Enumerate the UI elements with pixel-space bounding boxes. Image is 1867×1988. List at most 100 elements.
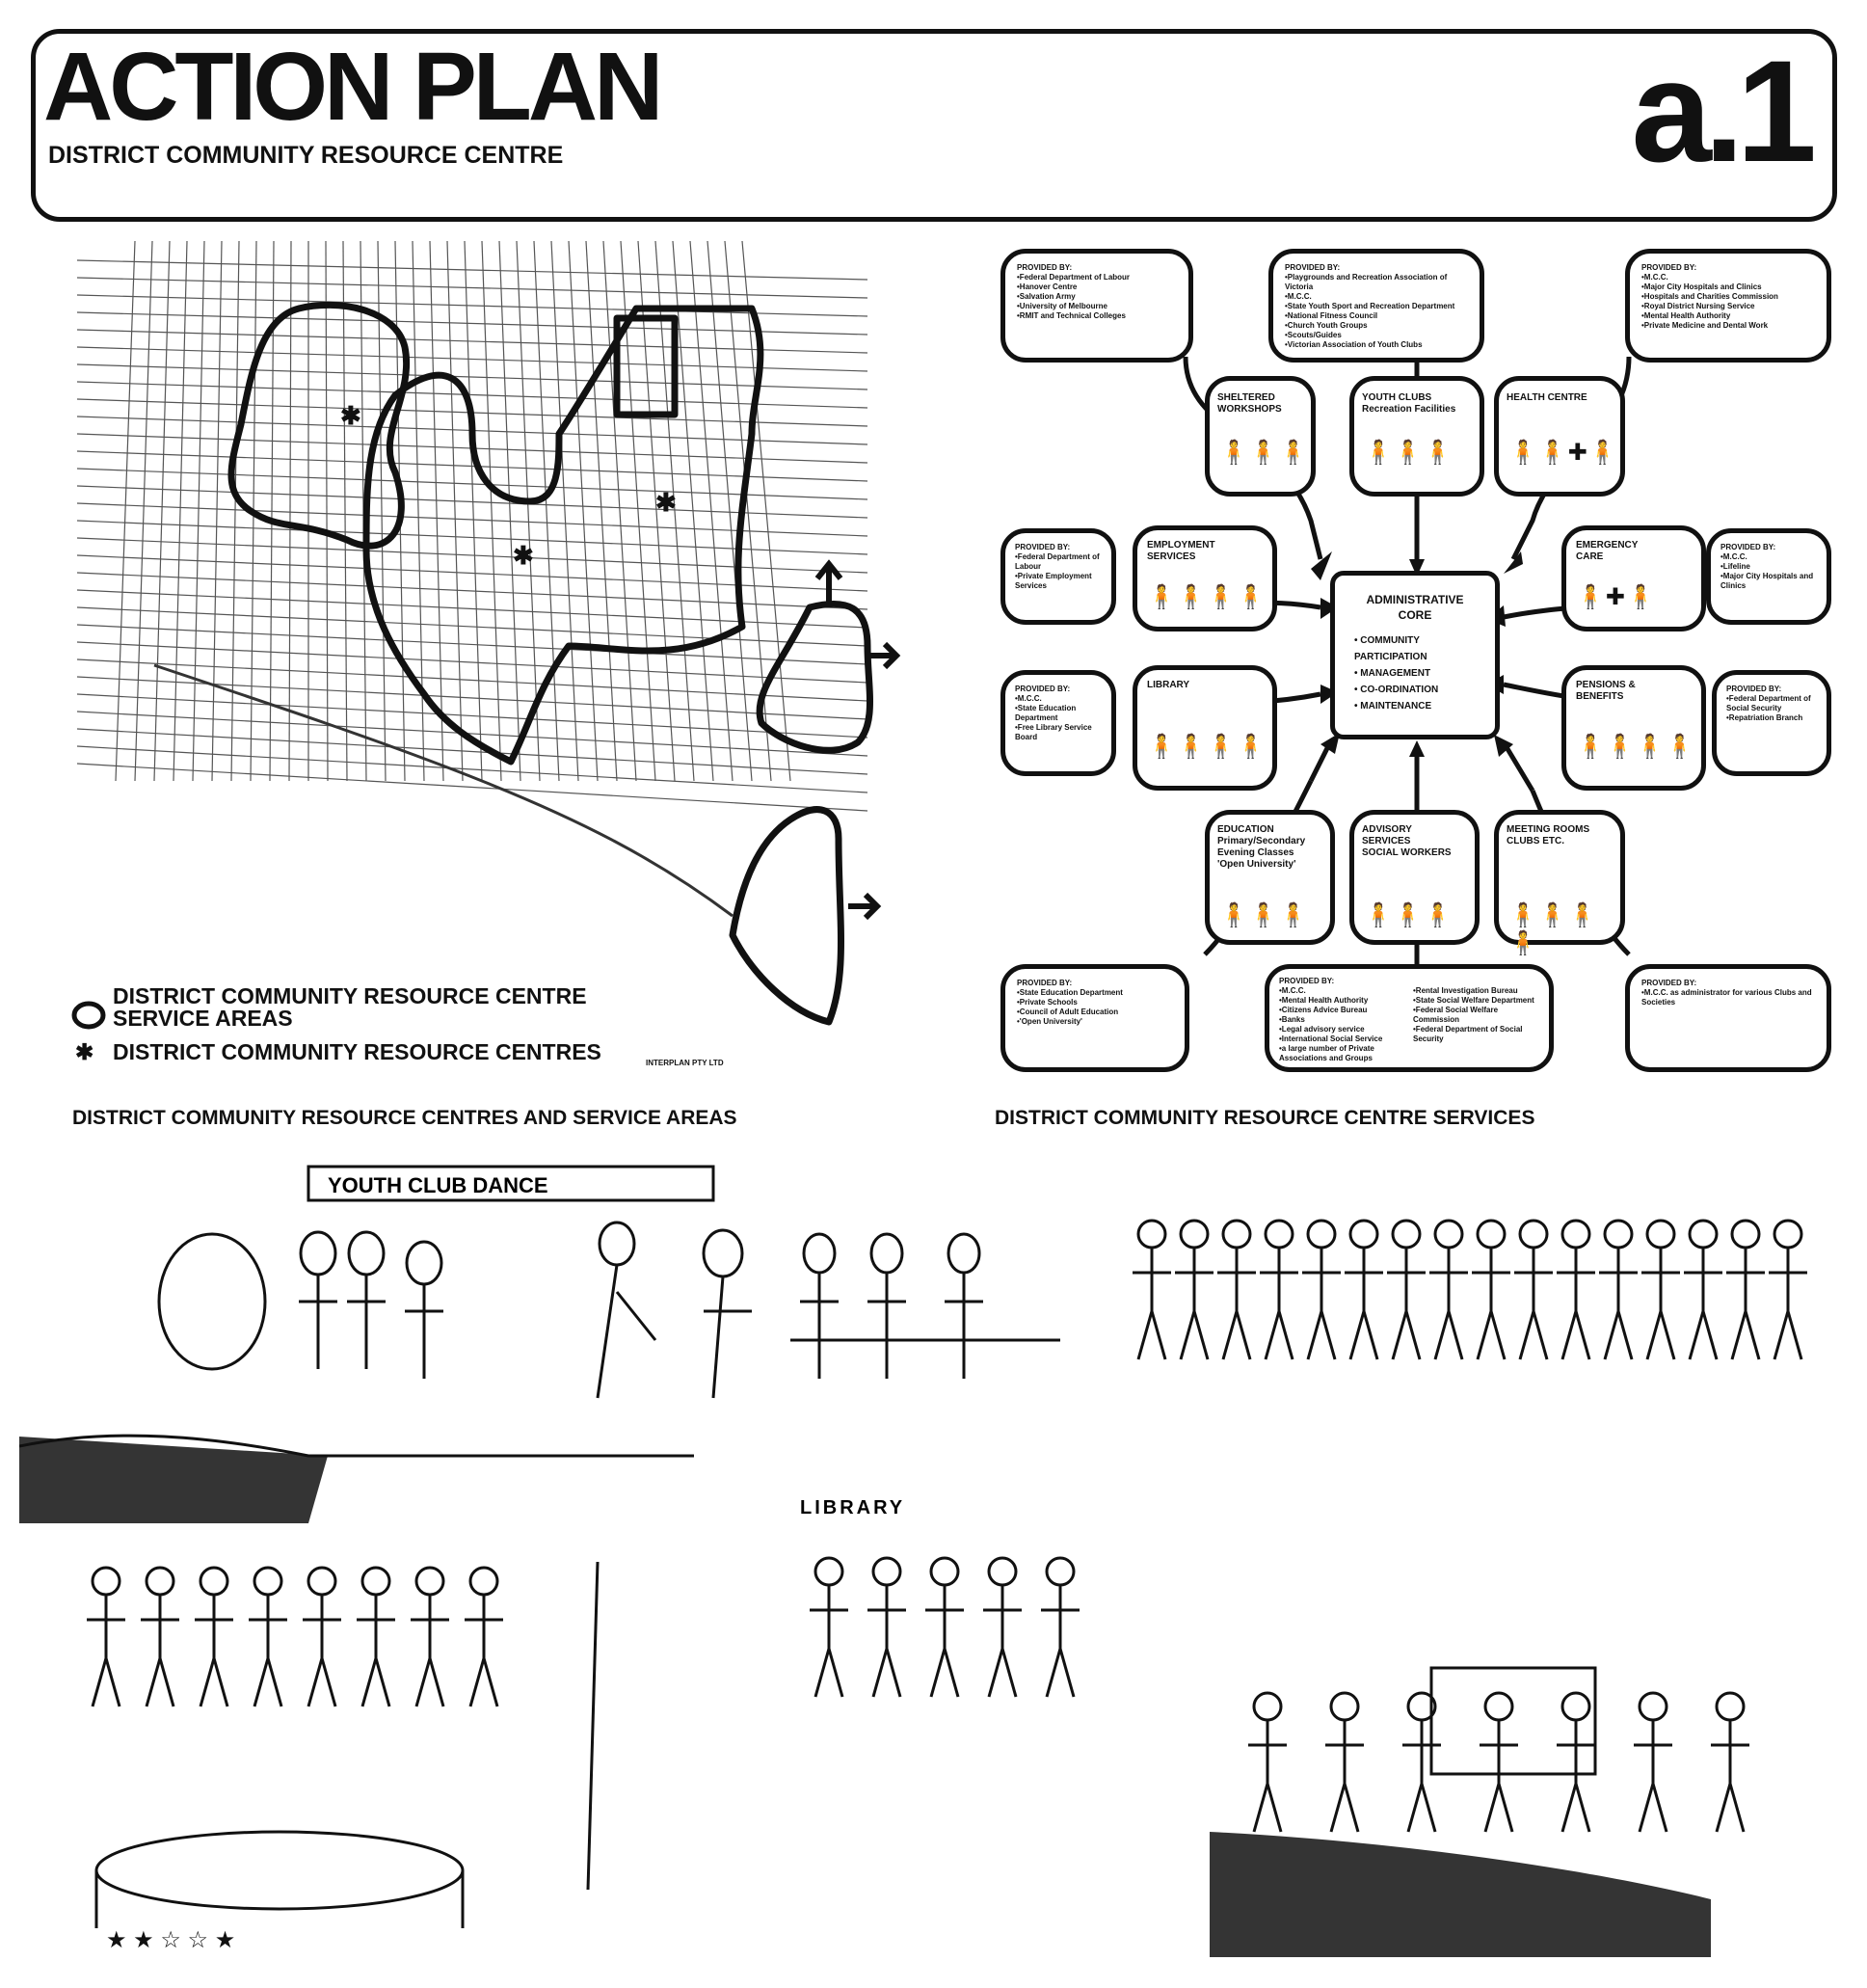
- provider-box-emergency: PROVIDED BY: •M.C.C. •Lifeline •Major Ci…: [1706, 528, 1831, 625]
- legend-service-areas: DISTRICT COMMUNITY RESOURCE CENTRE SERVI…: [113, 985, 587, 1030]
- map-street: [77, 745, 868, 793]
- map-street: [498, 241, 521, 782]
- youth-dance-illustration: YOUTH CLUB DANCE: [19, 1165, 1060, 1523]
- person-head: [1391, 1219, 1422, 1249]
- provider-text: PROVIDED BY: •State Education Department…: [1017, 979, 1123, 1026]
- core-item: • MANAGEMENT: [1354, 668, 1431, 680]
- map-street: [77, 693, 868, 739]
- map-street: [77, 728, 868, 775]
- map-street: [77, 641, 868, 684]
- people-figures-icon: 🧍🧍🧍🧍: [1147, 734, 1267, 760]
- map-street: [115, 241, 136, 782]
- service-sheltered-workshops: SHELTERED WORKSHOPS 🧍🧍🧍: [1205, 376, 1316, 497]
- map-street: [77, 624, 868, 665]
- person-head: [1264, 1219, 1294, 1249]
- provider-text: PROVIDED BY: •M.C.C. •State Education De…: [1015, 685, 1092, 741]
- person-body: [1175, 1248, 1214, 1360]
- svg-text:★ ★ ☆ ☆ ★: ★ ★ ☆ ☆ ★: [106, 1927, 235, 1953]
- service-title: EMPLOYMENT SERVICES: [1147, 540, 1215, 562]
- map-street: [173, 241, 188, 782]
- map-street: [360, 241, 367, 782]
- person-body: [357, 1595, 395, 1707]
- provider-text: PROVIDED BY: •M.C.C. •Major City Hospita…: [1641, 263, 1778, 330]
- person-head: [199, 1566, 229, 1597]
- core-item: • CO-ORDINATION: [1354, 685, 1439, 696]
- legend-service-areas-line2: SERVICE AREAS: [113, 1006, 293, 1031]
- person-body: [249, 1595, 287, 1707]
- service-area-1: [227, 301, 410, 550]
- administrative-core: ADMINISTRATIVE CORE • COMMUNITY PARTICIP…: [1330, 571, 1500, 739]
- people-figures-icon: 🧍🧍🧍: [1364, 440, 1454, 466]
- playground-illustration: ★ ★ ☆ ☆ ★: [87, 1561, 600, 1953]
- person-body: [1711, 1720, 1749, 1833]
- person-head: [813, 1556, 844, 1587]
- header-frame: [31, 29, 1837, 222]
- provider-box-education: PROVIDED BY: •State Education Department…: [1000, 964, 1189, 1072]
- provider-text: •Rental Investigation Bureau •State Soci…: [1413, 986, 1534, 1043]
- person-head: [871, 1556, 902, 1587]
- core-item: • MAINTENANCE: [1354, 701, 1432, 712]
- provider-box-advisory: PROVIDED BY: •M.C.C. •Mental Health Auth…: [1265, 964, 1554, 1072]
- map-street: [77, 711, 868, 757]
- person-head: [1645, 1219, 1676, 1249]
- service-title: MEETING ROOMS CLUBS ETC.: [1507, 824, 1590, 846]
- person-body: [1634, 1720, 1672, 1833]
- page-title: ACTION PLAN: [43, 33, 663, 141]
- service-employment: EMPLOYMENT SERVICES 🧍🧍🧍🧍: [1133, 525, 1277, 631]
- person-head: [1179, 1219, 1210, 1249]
- service-area-4: [756, 600, 873, 754]
- core-list: • COMMUNITY PARTICIPATION • MANAGEMENT •…: [1335, 632, 1495, 714]
- map-street: [741, 241, 791, 782]
- dance-banner-text: YOUTH CLUB DANCE: [328, 1173, 548, 1197]
- centre-marker: ✱: [340, 401, 361, 430]
- service-education: EDUCATION Primary/Secondary Evening Clas…: [1205, 810, 1335, 945]
- person-head: [1638, 1691, 1668, 1722]
- map-street: [377, 241, 387, 782]
- core-item: PARTICIPATION: [1354, 652, 1427, 663]
- person-body: [1641, 1248, 1680, 1360]
- crowd-illustration: [1133, 1219, 1807, 1360]
- person-body: [87, 1595, 125, 1707]
- person-head: [1688, 1219, 1719, 1249]
- map-street: [77, 589, 868, 629]
- provider-text: PROVIDED BY: •Federal Department of Labo…: [1017, 263, 1131, 320]
- person-head: [307, 1566, 337, 1597]
- person-head: [91, 1566, 121, 1597]
- person-body: [465, 1595, 503, 1707]
- person-body: [1387, 1248, 1426, 1360]
- map-street: [77, 763, 868, 812]
- map-street: [77, 658, 868, 702]
- person-body: [1402, 1720, 1441, 1833]
- person-body: [1557, 1248, 1595, 1360]
- person-body: [810, 1585, 848, 1698]
- person-head: [414, 1566, 445, 1597]
- map-street: [568, 241, 599, 782]
- person-body: [1480, 1720, 1518, 1833]
- people-figures-icon: 🧍🧍🧍🧍: [1576, 734, 1695, 760]
- provider-box-youth: PROVIDED BY: •Playgrounds and Recreation…: [1268, 249, 1484, 363]
- person-body: [1041, 1585, 1080, 1698]
- person-body: [1557, 1720, 1595, 1833]
- service-area-5: [729, 806, 844, 1026]
- people-figures-icon: 🧍🧍🧍🧍: [1508, 902, 1598, 956]
- service-area-legend-icon: [71, 1001, 106, 1030]
- map-street: [153, 241, 171, 782]
- service-youth-clubs: YOUTH CLUBS Recreation Facilities 🧍🧍🧍: [1349, 376, 1484, 497]
- person-head: [1560, 1691, 1591, 1722]
- street-map: ✱ ✱ ✱: [77, 241, 901, 1026]
- map-street: [446, 241, 464, 782]
- service-area-3: [613, 314, 679, 418]
- provider-box-workshops: PROVIDED BY: •Federal Department of Labo…: [1000, 249, 1193, 363]
- person-head: [1252, 1691, 1283, 1722]
- person-head: [468, 1566, 499, 1597]
- person-head: [1306, 1219, 1337, 1249]
- person-body: [411, 1595, 449, 1707]
- person-head: [1560, 1219, 1591, 1249]
- provider-text: PROVIDED BY: •M.C.C. as administrator fo…: [1641, 979, 1812, 1007]
- service-health-centre: HEALTH CENTRE 🧍🧍✚🧍: [1494, 376, 1625, 497]
- map-street: [77, 572, 868, 610]
- service-title: EMERGENCY CARE: [1576, 540, 1639, 562]
- people-figures-icon: 🧍✚🧍: [1576, 584, 1656, 610]
- map-street: [134, 241, 153, 782]
- library-sign-text: LIBRARY: [800, 1497, 905, 1518]
